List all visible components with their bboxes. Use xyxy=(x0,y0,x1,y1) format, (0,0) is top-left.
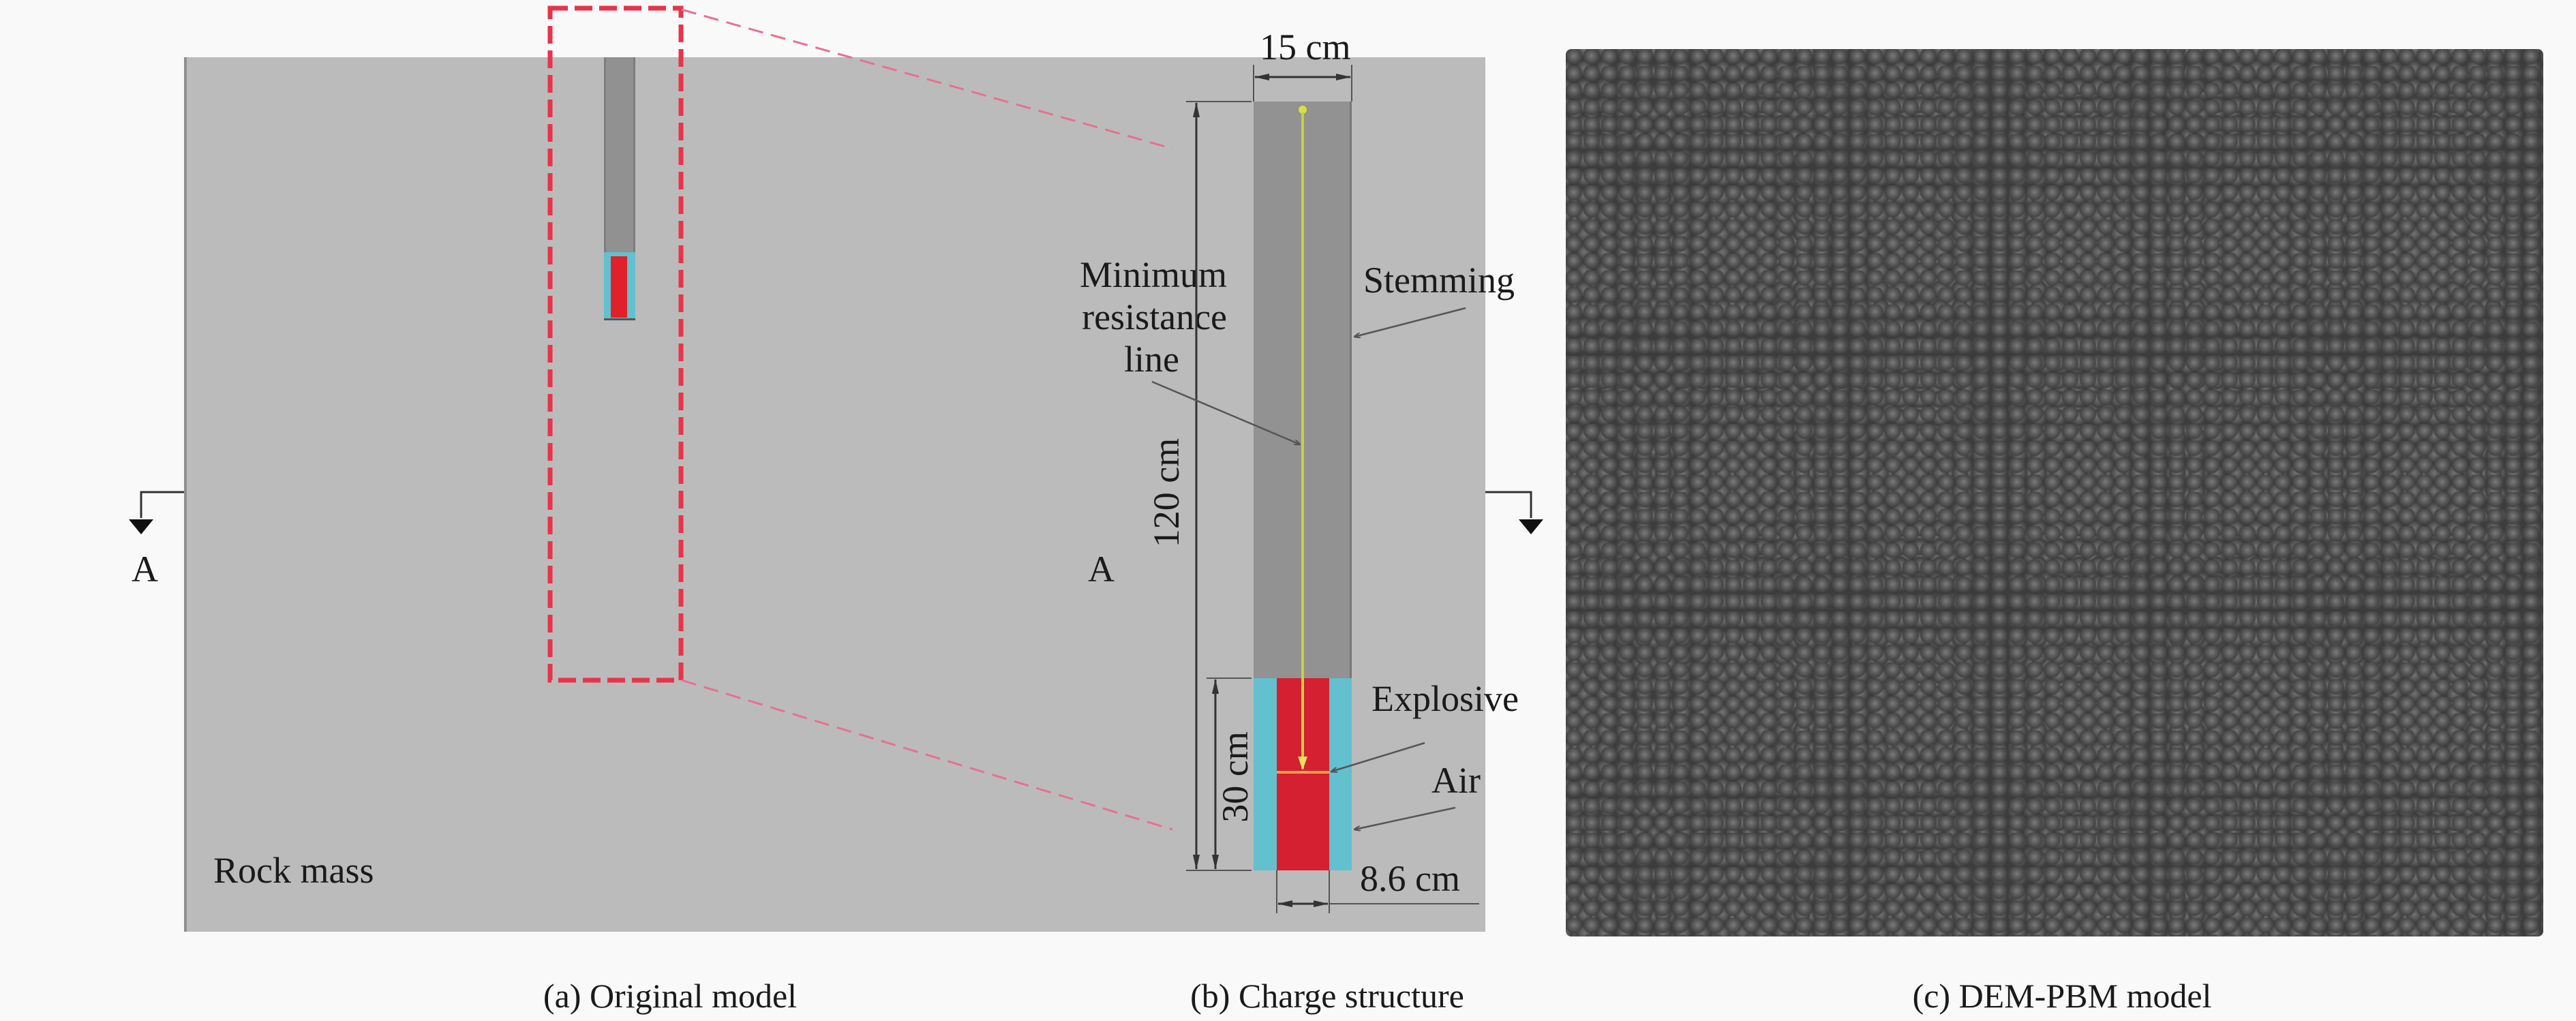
min-resistance-label: Minimum resistance line xyxy=(1063,254,1227,380)
explosive-leader xyxy=(1331,742,1425,772)
section-arrow-right-icon xyxy=(1519,519,1543,534)
caption-c: (c) DEM-PBM model xyxy=(1912,977,2212,1015)
air-leader xyxy=(1354,806,1456,829)
borehole-stemming-a xyxy=(604,57,635,252)
air-label: Air xyxy=(1431,760,1481,801)
section-mark-left xyxy=(140,491,184,518)
explosive-label: Explosive xyxy=(1372,678,1519,719)
stemming-leader xyxy=(1354,307,1466,337)
borehole-charge-a xyxy=(604,252,635,320)
min-resistance-line-2: resistance xyxy=(1082,296,1227,337)
caption-a: (a) Original model xyxy=(543,977,798,1015)
stemming-label: Stemming xyxy=(1363,260,1515,301)
min-resistance-line-1: Minimum xyxy=(1079,254,1227,295)
zoom-line-bottom xyxy=(681,679,1173,831)
section-label-left: A xyxy=(132,549,158,590)
charge-width-label: 8.6 cm xyxy=(1360,858,1460,899)
section-mark-right xyxy=(1485,491,1532,518)
zoom-line-top xyxy=(681,8,1173,150)
air-right xyxy=(1329,678,1352,870)
air-left xyxy=(1254,678,1277,870)
highlight-box xyxy=(547,5,684,683)
section-label-right: A xyxy=(1088,549,1115,590)
section-arrow-left-icon xyxy=(129,519,153,534)
rock-mass-label: Rock mass xyxy=(213,850,374,891)
explosive-a xyxy=(611,256,627,318)
min-resistance-leader xyxy=(1151,380,1300,444)
charge-center-point xyxy=(1299,106,1307,114)
dem-particle-model xyxy=(1566,49,2543,936)
width-dimension-label: 15 cm xyxy=(1260,27,1351,67)
caption-b: (b) Charge structure xyxy=(1190,977,1464,1015)
min-resistance-line-3: line xyxy=(1124,339,1179,380)
